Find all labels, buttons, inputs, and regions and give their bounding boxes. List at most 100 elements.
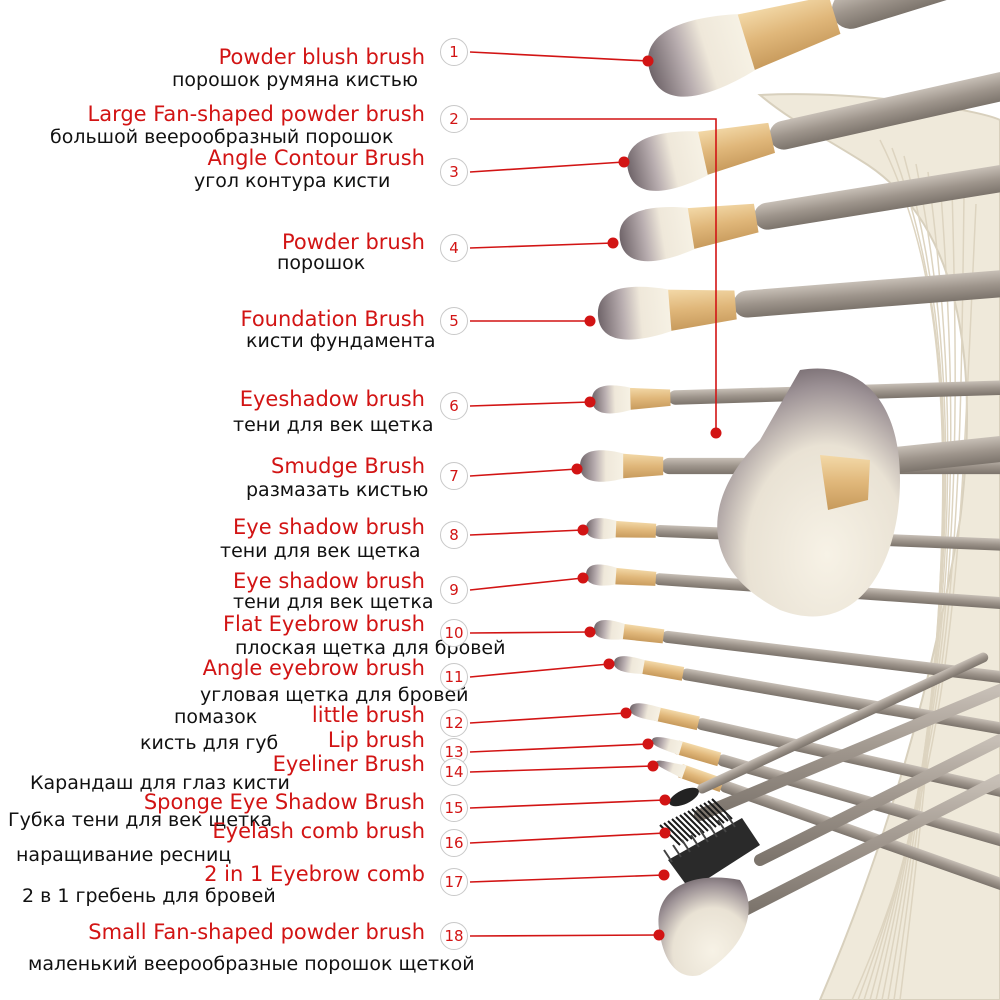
leader-dot xyxy=(571,463,583,475)
brush-bristles xyxy=(580,450,624,482)
leader-dot xyxy=(618,156,630,168)
brush-bristles xyxy=(658,877,749,976)
brush-name-ru: кисть для губ xyxy=(140,732,279,754)
brush-name-en: Eye shadow brush xyxy=(233,569,425,593)
brush-sponge-tip xyxy=(669,787,699,807)
brush-handle xyxy=(680,668,1000,758)
brush-ferrule xyxy=(820,455,870,510)
brush-comb-tooth xyxy=(708,824,718,838)
brush-name-ru: угловая щетка для бровей xyxy=(200,684,469,706)
brush-number-badge: 12 xyxy=(440,709,468,737)
brush-number-badge: 16 xyxy=(440,829,468,857)
brush-name-en: Flat Eyebrow brush xyxy=(222,612,425,636)
brush-name-en: Small Fan-shaped powder brush xyxy=(88,920,425,944)
brush-spoolie-bristle xyxy=(711,798,733,820)
leader-line xyxy=(469,743,649,753)
brush-spoolie-bristle xyxy=(699,804,721,826)
brush-5 xyxy=(597,254,1000,340)
brush-name-en: Lip brush xyxy=(327,728,425,752)
leader-dot xyxy=(642,55,654,67)
brush-handle xyxy=(769,28,1000,150)
brush-number-badge: 14 xyxy=(440,758,468,786)
brush-number-badge: 3 xyxy=(440,158,468,186)
brush-17-comb xyxy=(663,734,1000,890)
brush-name-ru: плоская щетка для бровей xyxy=(235,637,506,659)
brush-name-ru: Губка тени для век щетка xyxy=(8,809,273,831)
leader-line xyxy=(469,51,649,62)
brush-name-en: Eye shadow brush xyxy=(233,515,425,539)
brush-name-ru: тени для век щетка xyxy=(220,540,421,562)
leader-line xyxy=(469,577,584,591)
brush-10 xyxy=(593,619,1000,700)
brush-number-badge: 10 xyxy=(440,619,468,647)
brush-bristles xyxy=(593,619,625,640)
leader-dot xyxy=(577,572,589,584)
brush-number-badge: 7 xyxy=(440,462,468,490)
brush-name-ru: угол контура кисти xyxy=(194,170,391,192)
leader-line xyxy=(469,712,627,724)
brush-ferrule xyxy=(694,122,776,176)
leader-line xyxy=(469,242,614,249)
brush-name-en: Smudge Brush xyxy=(271,454,425,478)
brush-comb-tooth xyxy=(663,849,673,863)
brush-15-sponge xyxy=(669,652,989,807)
brush-ferrule xyxy=(683,203,759,250)
brush-spoolie-bristle xyxy=(671,818,693,840)
brush-name-ru: 2 в 1 гребень для бровей xyxy=(22,885,276,907)
brush-name-en: Eyelash comb brush xyxy=(212,819,425,843)
brush-name-ru: порошок xyxy=(277,252,366,274)
brush-2-large-fan xyxy=(717,368,1000,617)
brush-bristles xyxy=(591,385,631,414)
brush-bristles xyxy=(629,703,661,722)
leader-line xyxy=(469,832,666,844)
brush-number-badge: 17 xyxy=(440,868,468,896)
brush-11 xyxy=(613,656,1000,758)
brush-set xyxy=(580,0,1000,976)
brush-name-en: Eyeliner Brush xyxy=(272,752,425,776)
leader-dot xyxy=(710,427,722,439)
brush-number-badge: 8 xyxy=(440,521,468,549)
brush-handle xyxy=(754,133,1000,230)
brush-spoolie-bristle xyxy=(687,810,709,832)
brush-handle xyxy=(661,630,1000,700)
brush-number-badge: 18 xyxy=(440,922,468,950)
leader-line xyxy=(469,765,654,773)
brush-number-badge: 11 xyxy=(440,663,468,691)
leader-dot xyxy=(658,869,670,881)
leader-dot xyxy=(659,827,671,839)
leader-lines xyxy=(469,51,722,941)
brush-comb-tooth xyxy=(699,829,709,843)
brush-handle xyxy=(831,0,1000,29)
brush-1 xyxy=(648,0,1000,97)
brush-name-en: Foundation Brush xyxy=(240,307,426,331)
brush-name-en: Angle Contour Brush xyxy=(207,146,425,170)
brush-ferrule xyxy=(611,567,657,586)
leader-line xyxy=(469,934,660,937)
brush-18-small-fan xyxy=(658,774,1000,976)
brush-bristles xyxy=(648,14,755,97)
leader-line xyxy=(469,799,666,809)
brush-bristles xyxy=(627,131,708,191)
brush-name-en: Angle eyebrow brush xyxy=(202,656,425,680)
brush-3 xyxy=(627,28,1000,191)
brush-name-en: Large Fan-shaped powder brush xyxy=(87,102,425,126)
brush-ferrule xyxy=(664,289,737,332)
brush-spoolie-bristle xyxy=(703,802,725,824)
leader-line xyxy=(469,401,591,407)
brush-name-ru: помазок xyxy=(174,706,258,728)
brush-ferrule xyxy=(626,387,671,411)
brush-ferrule xyxy=(618,623,665,644)
brush-number-badge: 6 xyxy=(440,392,468,420)
leader-dot xyxy=(653,929,665,941)
leader-line xyxy=(470,118,717,433)
brush-name-ru: кисти фундамента xyxy=(246,330,436,352)
brush-name-en: Eyeshadow brush xyxy=(239,387,425,411)
leader-dot xyxy=(642,738,654,750)
brush-bristles xyxy=(655,760,687,779)
brush-name-en: Powder brush xyxy=(281,230,425,254)
brush-number-badge: 9 xyxy=(440,576,468,604)
leader-dot xyxy=(659,794,671,806)
brush-bristles xyxy=(585,564,617,586)
leader-dot xyxy=(584,396,596,408)
